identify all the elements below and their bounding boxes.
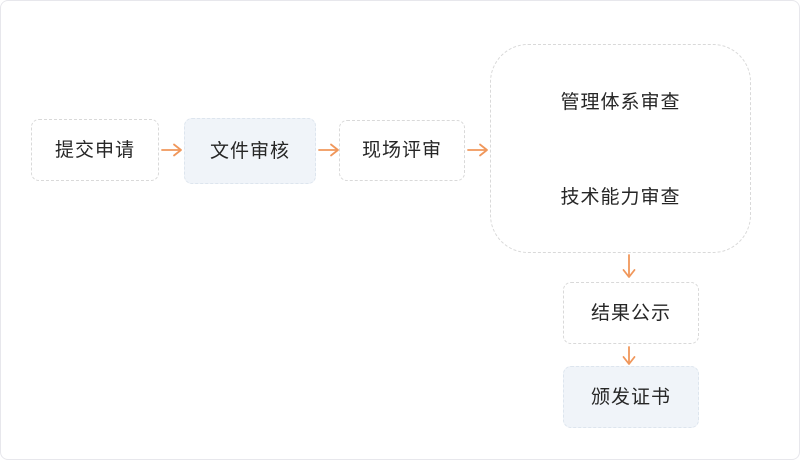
arrow-right-icon [318, 142, 340, 158]
arrow-down-icon [622, 254, 636, 279]
flow-node-issue-certificate: 颁发证书 [563, 366, 699, 428]
flow-node-onsite-review: 现场评审 [339, 120, 465, 181]
flow-node-label: 颁发证书 [590, 386, 671, 408]
arrow-right-icon [467, 142, 489, 158]
flow-node-label-management-system-audit: 管理体系审查 [560, 92, 681, 113]
flow-node-label: 现场评审 [361, 140, 442, 161]
flow-node-label: 结果公示 [590, 302, 671, 324]
flow-node-label: 文件审核 [209, 140, 290, 162]
flow-node-submit-application: 提交申请 [31, 119, 159, 181]
flow-node-audit-group: 管理体系审查 技术能力审查 [490, 44, 751, 253]
arrow-right-icon [161, 142, 183, 158]
flow-node-document-review: 文件审核 [184, 118, 316, 184]
arrow-down-icon [622, 346, 636, 366]
flow-node-label: 提交申请 [54, 139, 135, 161]
flow-node-label-technical-capability-audit: 技术能力审查 [560, 187, 681, 208]
flow-node-result-publicity: 结果公示 [563, 282, 699, 344]
